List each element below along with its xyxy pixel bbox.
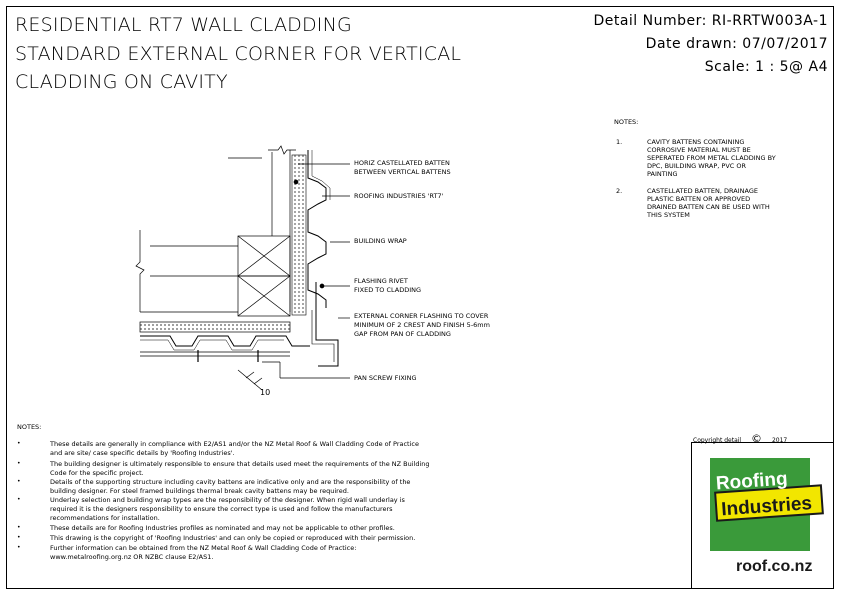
note-2-text: CASTELLATED BATTEN, DRAINAGE PLASTIC BAT… (647, 187, 770, 219)
callout-building-wrap: BUILDING WRAP (354, 237, 407, 245)
title-line-1: RESIDENTIAL RT7 WALL CLADDING (15, 14, 352, 36)
callout-horiz-batten: HORIZ CASTELLATED BATTEN BETWEEN VERTICA… (354, 159, 451, 177)
logo-word-roofing: Roofing (715, 469, 788, 495)
note-1-text: CAVITY BATTENS CONTAINING CORROSIVE MATE… (647, 138, 776, 178)
callout-rivet-line1: FLASHING RIVET (354, 277, 408, 285)
callout-horiz-batten-line1: HORIZ CASTELLATED BATTEN (354, 159, 450, 167)
callout-rt7: ROOFING INDUSTRIES 'RT7' (354, 192, 444, 200)
callout-corner-line3: GAP FROM PAN OF CLADDING (354, 330, 451, 338)
callout-flashing-rivet: FLASHING RIVET FIXED TO CLADDING (354, 277, 421, 295)
detail-number: Detail Number: RI-RRTW003A-1 (593, 13, 828, 29)
logo-url: roof.co.nz (736, 558, 812, 575)
scale: Scale: 1 : 5@ A4 (704, 59, 828, 75)
dimension-label: 10 (260, 388, 271, 397)
roofing-industries-logo: Roofing Industries roof.co.nz (710, 458, 824, 578)
date-drawn: Date drawn: 07/07/2017 (645, 36, 828, 52)
copyright-label: Copyright detail (693, 437, 742, 444)
drawing-frame (6, 6, 834, 589)
callout-pan-screw: PAN SCREW FIXING (354, 374, 417, 382)
callout-corner-line2: MINIMUM OF 2 CREST AND FINISH 5-6mm (354, 321, 490, 329)
note-2-number: 2. (616, 187, 623, 195)
logo-box: Roofing Industries roof.co.nz (691, 442, 834, 589)
title-line-2: STANDARD EXTERNAL CORNER FOR VERTICAL (15, 43, 462, 65)
note-1-number: 1. (616, 138, 623, 146)
copyright-line: Copyright detail © 2017 (693, 432, 787, 445)
callout-rivet-line2: FIXED TO CLADDING (354, 286, 422, 294)
notes-bottom-heading: NOTES: (17, 423, 42, 431)
callout-horiz-batten-line2: BETWEEN VERTICAL BATTENS (354, 168, 451, 176)
callout-corner-line1: EXTERNAL CORNER FLASHING TO COVER (354, 312, 489, 320)
copyright-symbol: © (751, 432, 763, 445)
notes-right-heading: NOTES: (614, 118, 639, 126)
title-line-3: CLADDING ON CAVITY (15, 71, 228, 93)
callout-corner-flashing: EXTERNAL CORNER FLASHING TO COVER MINIMU… (354, 312, 490, 339)
copyright-year: 2017 (771, 437, 788, 444)
